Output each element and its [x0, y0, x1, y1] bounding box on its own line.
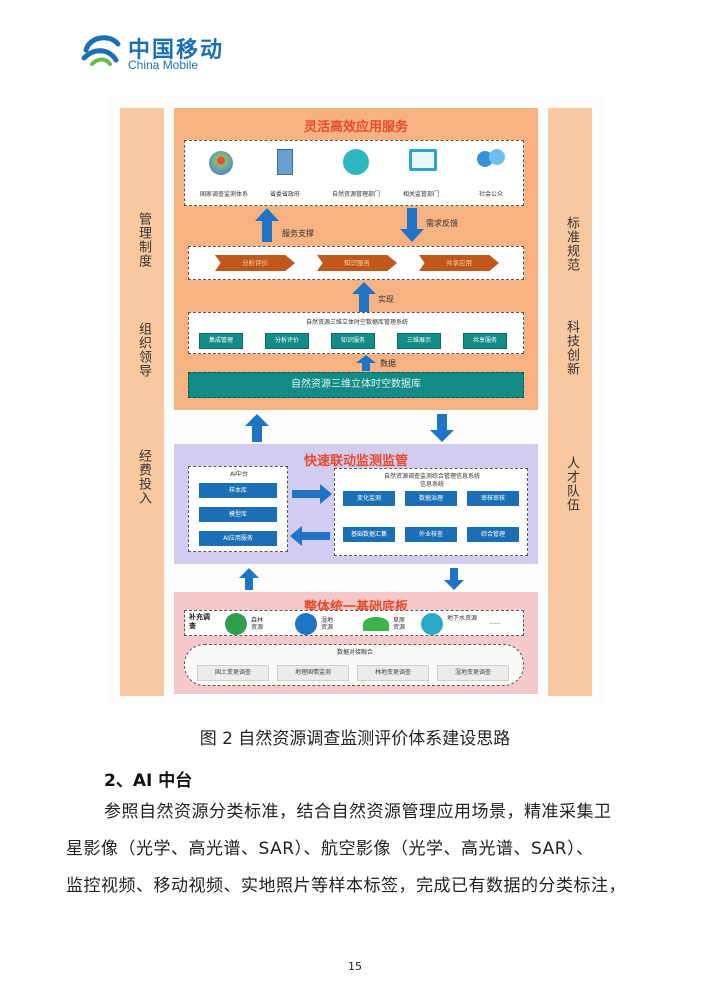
demand-feedback-label: 需求反馈	[426, 219, 458, 228]
resource-groundwater: 地下水资源	[447, 615, 478, 622]
ai-to-info-arrow-icon	[292, 484, 332, 504]
left-label-3: 经费投入	[136, 449, 151, 505]
spatiotemporal-database-bar: 自然资源三维立体时空数据库	[188, 372, 524, 398]
service-support-label: 服务支撑	[282, 229, 314, 238]
ai-platform-panel: AI中台 样本库 模型库 AI应用服务	[188, 466, 288, 552]
chevron-sharing: 共享应用	[419, 255, 499, 271]
paragraph-line-1: 参照自然资源分类标准，结合自然资源管理应用场景，精准采集卫	[104, 802, 612, 822]
bottom-to-middle-arrow-icon	[239, 568, 259, 590]
user-panel: 国家调查监测体系 省委省政府 自然资源管理部门 相关监管部门 社会公众	[184, 140, 524, 206]
fusion-item-1: 国土变更调查	[197, 665, 269, 681]
data-label: 数据	[380, 359, 396, 368]
demand-feedback-arrow-icon	[400, 208, 424, 242]
paragraph-line-3: 监控视频、移动视频、实地照片等样本标签，完成已有数据的分类标注，	[66, 876, 626, 896]
info-item-6: 综合管理	[467, 527, 519, 542]
system-item-1: 集成管理	[199, 333, 243, 349]
implement-label: 实现	[378, 295, 394, 304]
system-item-4: 三维展示	[397, 333, 441, 349]
page-number: 15	[348, 960, 362, 973]
data-arrow-icon	[356, 355, 376, 371]
wetland-icon	[295, 613, 317, 635]
map-pin-icon	[209, 151, 233, 175]
groundwater-icon	[421, 613, 443, 635]
resource-grassland: 草原资源	[392, 617, 405, 631]
system-diagram: 管理制度 组织领导 经费投入 标准规范 科技创新 人才队伍 灵活高效应用服务 国…	[108, 94, 604, 706]
user-2-label: 省委省政府	[269, 191, 300, 198]
info-item-3: 审核审核	[467, 491, 519, 506]
chevron-knowledge: 知识服务	[317, 255, 397, 271]
user-4-label: 相关监管部门	[402, 191, 439, 198]
building-icon	[277, 149, 293, 175]
right-label-3: 人才队伍	[564, 456, 579, 512]
org-chart-icon	[343, 149, 369, 175]
system-item-3: 知识服务	[331, 333, 375, 349]
app-service-title: 灵活高效应用服务	[303, 120, 408, 135]
service-support-arrow-icon	[255, 208, 279, 242]
info-item-2: 数据治理	[405, 491, 457, 506]
data-fusion-panel: 数据对接融合 国土变更调查 地理国情监测 林地变更调查 湿地变更调查	[184, 644, 524, 686]
analysis-chevron-panel: 分析评价 知识服务 共享应用	[188, 246, 524, 280]
left-label-1: 管理制度	[136, 212, 151, 268]
top-to-middle-arrow-icon	[430, 414, 454, 442]
data-fusion-title: 数据对接融合	[336, 649, 373, 656]
fusion-item-3: 林地变更调查	[357, 665, 429, 681]
fusion-item-4: 湿地变更调查	[437, 665, 509, 681]
info-item-4: 基础数据汇集	[343, 527, 395, 542]
system-item-5: 共享服务	[463, 333, 507, 349]
ai-platform-title: AI中台	[230, 471, 248, 478]
right-label-2: 科技创新	[564, 320, 579, 376]
implement-arrow-icon	[352, 282, 376, 312]
china-mobile-logo-icon	[81, 35, 121, 66]
paragraph-line-2: 星影像（光学、高光谱、SAR）、航空影像（光学、高光谱、SAR）、	[66, 839, 594, 859]
grassland-icon	[363, 617, 389, 631]
user-1-label: 国家调查监测体系	[199, 191, 248, 198]
info-to-ai-arrow-icon	[290, 526, 330, 546]
info-item-1: 变化监测	[343, 491, 395, 506]
monitoring-title: 快速联动监测监管	[303, 454, 408, 469]
user-5-label: 社会公众	[478, 191, 503, 198]
database-system-panel: 自然资源三维立体时空数据库管理系统 集成管理 分析评价 知识服务 三维展示 共享…	[188, 312, 524, 354]
fusion-item-2: 地理国情监测	[277, 665, 349, 681]
ai-item-model-library: 模型库	[199, 507, 277, 522]
supplement-survey-panel: 补充调查 森林资源 湿地资源 草原资源 地下水资源 ......	[184, 610, 524, 636]
right-label-1: 标准规范	[564, 216, 579, 272]
ai-item-ai-service: AI应用服务	[199, 531, 277, 546]
ai-item-sample-library: 样本库	[199, 483, 277, 498]
resource-ellipsis: ......	[489, 619, 501, 626]
user-3-label: 自然资源管理部门	[331, 191, 380, 198]
left-support-column	[120, 108, 164, 696]
public-users-icon	[477, 149, 505, 173]
database-system-title: 自然资源三维立体时空数据库管理系统	[305, 319, 408, 326]
logo-chinese-name: 中国移动	[128, 38, 225, 63]
section-heading: 2、AI 中台	[104, 771, 193, 791]
info-item-5: 外业核查	[405, 527, 457, 542]
supplement-label: 补充调查	[189, 613, 210, 630]
middle-to-top-arrow-icon	[245, 414, 269, 442]
info-system-title: 自然资源调查监测综合管理信息系统	[383, 473, 480, 480]
system-item-2: 分析评价	[265, 333, 309, 349]
left-label-2: 组织领导	[136, 322, 151, 378]
right-support-column	[548, 108, 592, 696]
resource-wetland: 湿地资源	[320, 617, 333, 631]
info-system-subtitle: 信息系统	[419, 481, 444, 488]
forest-icon	[225, 613, 247, 635]
middle-to-bottom-arrow-icon	[444, 568, 464, 590]
resource-forest: 森林资源	[250, 617, 263, 631]
logo-english-name: China Mobile	[128, 58, 199, 72]
monitor-eye-icon	[409, 149, 437, 171]
chevron-analysis: 分析评价	[215, 255, 295, 271]
figure-caption: 图 2 自然资源调查监测评价体系建设思路	[199, 729, 511, 749]
info-system-panel: 自然资源调查监测综合管理信息系统 信息系统 变化监测 数据治理 审核审核 基础数…	[334, 468, 528, 556]
